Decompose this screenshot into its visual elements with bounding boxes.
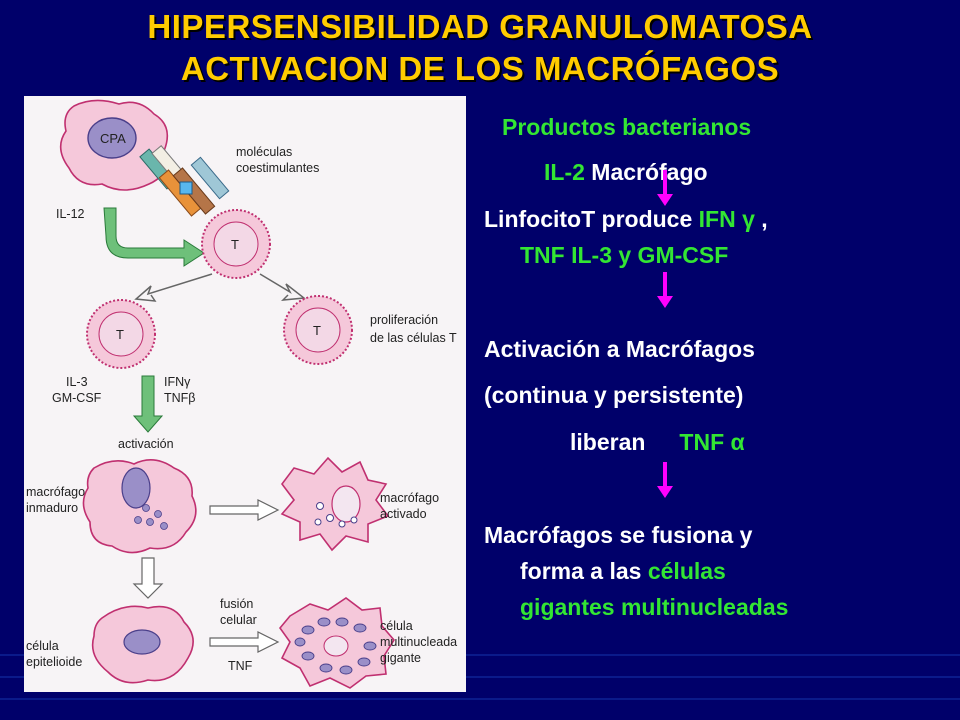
background-stripe — [0, 698, 960, 700]
background-stripe — [0, 654, 960, 656]
il3-label: IL-3 — [66, 375, 88, 389]
text-macrofago: Macrófago — [584, 159, 708, 185]
epithelioid-label-1: célula — [26, 639, 59, 653]
arrow-left-icon — [134, 273, 213, 302]
text-gigantes: gigantes multinucleadas — [520, 594, 789, 620]
down-arrow-icon — [657, 170, 673, 206]
gmcsf-label: GM-CSF — [52, 391, 102, 405]
text-productos: Productos bacterianos — [502, 114, 752, 140]
immature-macrophage-label-2: inmaduro — [26, 501, 78, 515]
fusion-label-2: celular — [220, 613, 257, 627]
title-line-2: ACTIVACION DE LOS MACRÓFAGOS — [180, 50, 780, 87]
macrophage-activation-figure: CPA moléculas coestimulantes IL-12 T T T… — [24, 96, 466, 692]
immature-macrophage-label-1: macrófago — [26, 485, 85, 499]
text-fusiona: Macrófagos se fusiona y — [484, 522, 753, 548]
text-comma: , — [754, 206, 768, 232]
epithelioid-label-2: epitelioide — [26, 655, 82, 669]
fusion-label-1: fusión — [220, 597, 253, 611]
text-ifn: IFN γ — [698, 206, 755, 232]
tnfb-label: TNFβ — [164, 391, 196, 405]
text-tnf-il3: TNF IL-3 y GM-CSF — [520, 242, 729, 268]
cpa-label: CPA — [100, 131, 126, 146]
t-cell-label: T — [231, 237, 239, 252]
costimulatory-label-1: moléculas — [236, 145, 292, 159]
giant-cell-nuclei — [294, 617, 377, 675]
immature-macrophage-granules — [134, 504, 168, 530]
epithelioid-nucleus — [123, 629, 161, 655]
down-arrow-icon — [657, 462, 673, 498]
text-tnf-alpha: TNF α — [679, 429, 745, 455]
text-activacion: Activación a Macrófagos — [484, 336, 755, 362]
arrow-to-giant-cell-icon — [209, 631, 280, 653]
cpa-nucleus — [87, 117, 137, 159]
il12-label: IL-12 — [56, 207, 85, 221]
text-liberan-line: liberan TNF α — [570, 427, 745, 457]
giant-cell-label-3: gigante — [380, 651, 421, 665]
activated-macrophage-granules — [314, 502, 358, 528]
t-cell-left-label: T — [116, 327, 124, 342]
background-stripe — [0, 676, 960, 678]
giant-cell-label-2: multinucleada — [380, 635, 457, 649]
text-il2: IL-2 — [544, 159, 585, 185]
activation-arrow-icon — [132, 375, 164, 433]
activated-macrophage-label-1: macrófago — [380, 491, 439, 505]
activation-label: activación — [118, 437, 174, 451]
text-linfocito: LinfocitoT produce — [484, 206, 699, 232]
arrow-to-epithelioid-icon — [132, 557, 164, 599]
giant-cell-label-1: célula — [380, 619, 413, 633]
text-forma: forma a las — [520, 558, 648, 584]
tnf-label: TNF — [228, 659, 253, 673]
activated-macrophage-label-2: activado — [380, 507, 427, 521]
arrow-to-activated-icon — [209, 499, 280, 521]
activated-macrophage-nucleus — [331, 485, 361, 523]
arrow-right-icon — [259, 273, 306, 301]
down-arrow-icon — [657, 272, 673, 308]
title-line-1: HIPERSENSIBILIDAD GRANULOMATOSA — [147, 8, 813, 45]
figure-diagram: CPA moléculas coestimulantes IL-12 T T T… — [26, 99, 457, 689]
costimulatory-label-2: coestimulantes — [236, 161, 319, 175]
proliferation-label-1: proliferación — [370, 313, 438, 327]
text-celulas: células — [647, 558, 726, 584]
text-continua: (continua y persistente) — [484, 382, 744, 408]
ifng-label: IFNγ — [164, 375, 191, 389]
il12-arrow-icon — [103, 207, 205, 267]
proliferation-label-2: de las células T — [370, 331, 457, 345]
text-il2-line: IL-2 Macrófago — [544, 157, 708, 187]
text-forma-line: forma a las células — [520, 556, 726, 586]
immature-macrophage-nucleus — [121, 467, 151, 509]
receptor-complex — [139, 145, 230, 217]
t-cell-nucleus — [213, 221, 259, 267]
slide-title: HIPERSENSIBILIDAD GRANULOMATOSA ACTIVACI… — [0, 6, 960, 90]
text-liberan: liberan — [570, 429, 646, 455]
text-linfocito-line: LinfocitoT produce IFN γ , — [484, 204, 768, 234]
t-cell-right-label: T — [313, 323, 321, 338]
